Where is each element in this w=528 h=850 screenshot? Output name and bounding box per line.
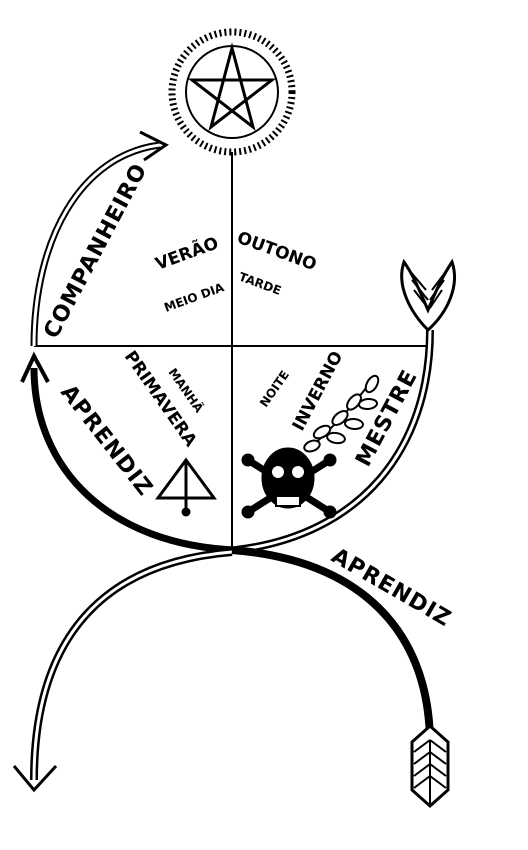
lower-left-arc bbox=[34, 552, 232, 780]
label-verao: VERÃO bbox=[152, 231, 221, 275]
skull-crossbones-icon bbox=[242, 448, 336, 518]
pentagram-star-icon bbox=[172, 32, 292, 152]
label-tarde: TARDE bbox=[237, 270, 283, 298]
compass-triangle-icon bbox=[158, 460, 214, 515]
label-outono: OUTONO bbox=[234, 228, 319, 275]
label-companheiro: COMPANHEIRO bbox=[39, 159, 152, 343]
arrow-fletching-icon bbox=[412, 726, 448, 806]
arrow-fletching-icon bbox=[402, 262, 455, 330]
label-aprendiz-left: APRENDIZ bbox=[55, 380, 157, 501]
label-meio-dia: MEIO DIA bbox=[162, 280, 226, 315]
label-noite: NOITE bbox=[257, 368, 292, 410]
